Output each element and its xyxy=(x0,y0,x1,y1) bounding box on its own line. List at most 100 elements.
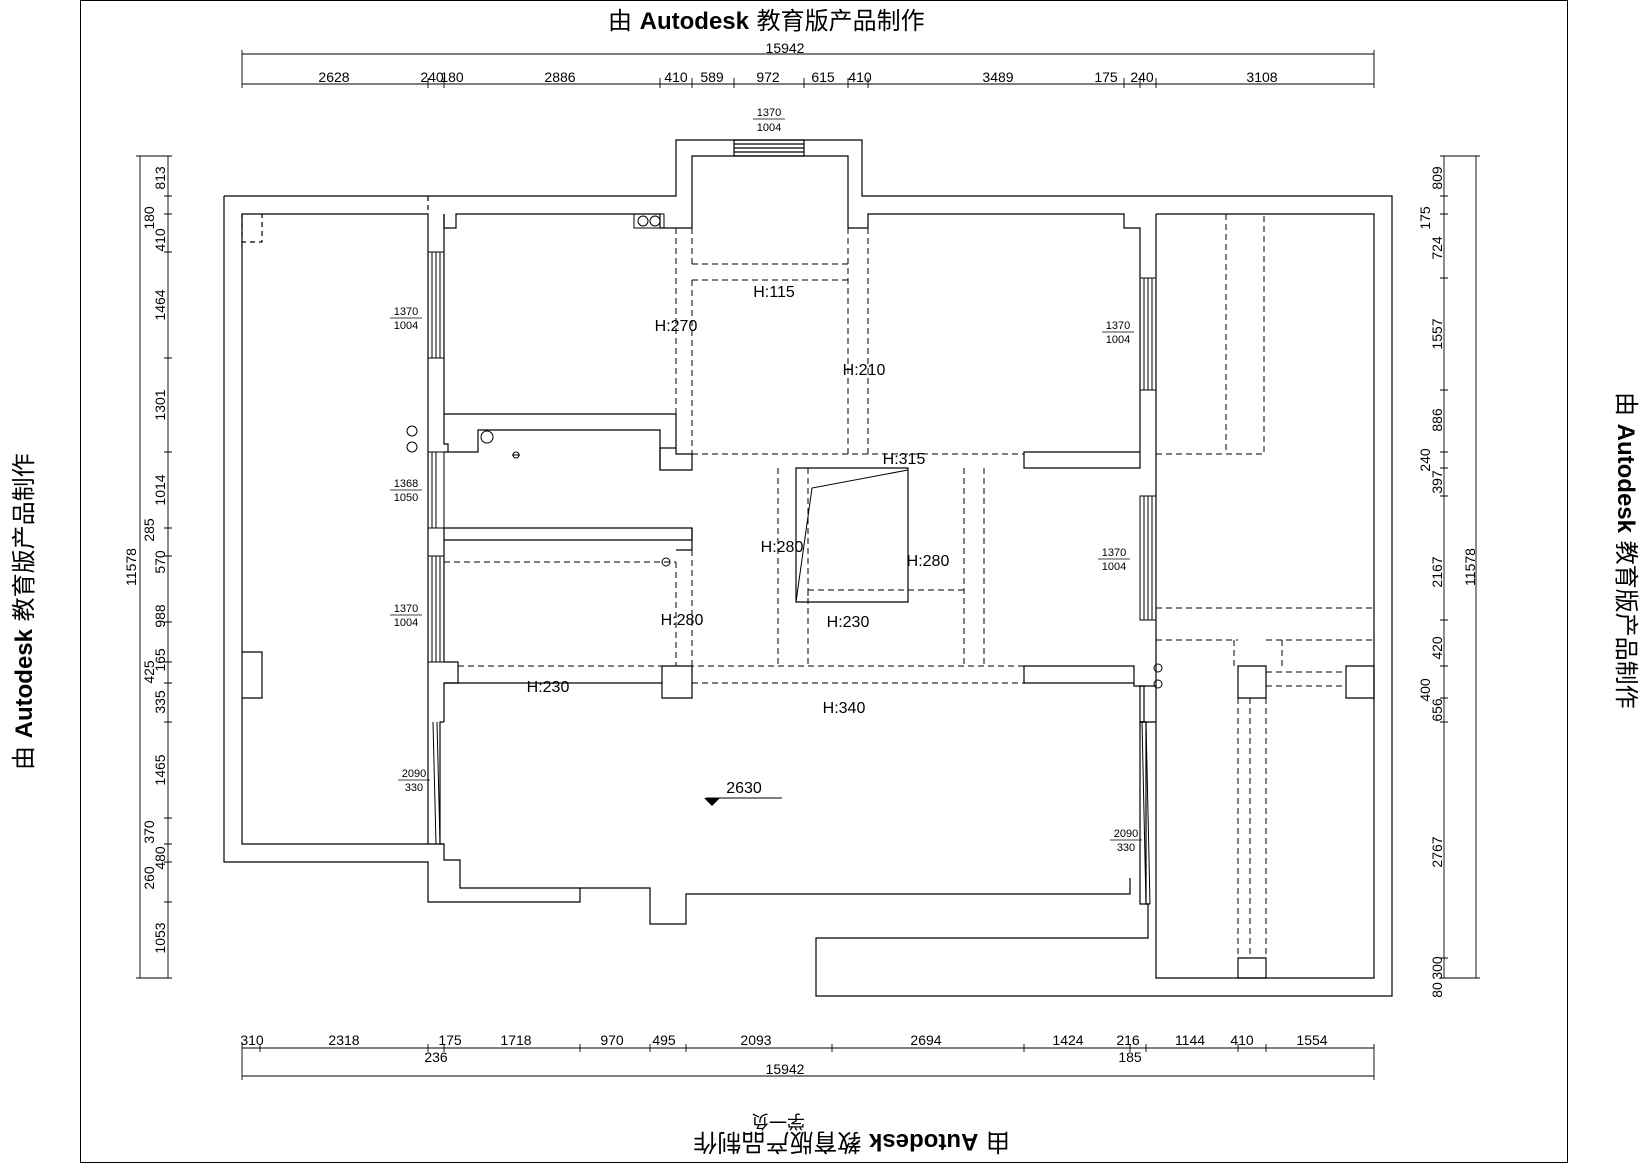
dim-left-seg: 988 xyxy=(152,604,168,628)
ceiling-height-labels: H:115 H:270 H:210 H:315 H:280 H:280 H:28… xyxy=(527,284,950,717)
dim-top-seg: 240 xyxy=(1130,69,1154,85)
dim-left-seg: 1014 xyxy=(152,474,168,505)
window-label-top: 2090 xyxy=(1114,828,1138,840)
dim-right-seg: 1557 xyxy=(1429,318,1445,349)
dim-left-seg: 180 xyxy=(141,206,157,230)
dim-top-seg: 3489 xyxy=(982,69,1013,85)
dim-right-seg: 886 xyxy=(1429,408,1445,432)
dimension-text-top: 15942 2628 240 180 2886 410 589 972 615 … xyxy=(318,40,1277,85)
dim-left-seg: 370 xyxy=(141,820,157,844)
dim-top-seg: 2886 xyxy=(544,69,575,85)
dim-bottom-seg: 970 xyxy=(600,1032,624,1048)
window-label-top: 1370 xyxy=(757,107,781,119)
drawing-frame xyxy=(80,0,1568,1163)
dim-bottom-seg: 1144 xyxy=(1175,1032,1205,1048)
dim-left-seg: 1465 xyxy=(152,754,168,785)
dim-right-seg: 175 xyxy=(1417,206,1433,230)
ceiling-height: H:210 xyxy=(843,362,886,379)
level-triangle-icon xyxy=(704,798,720,806)
dim-right-seg: 240 xyxy=(1417,448,1433,472)
dim-bottom-seg: 175 xyxy=(438,1032,462,1048)
dim-top-seg: 3108 xyxy=(1246,69,1277,85)
dim-bottom-seg: 2694 xyxy=(910,1032,941,1048)
dim-bottom-seg: 1424 xyxy=(1052,1032,1083,1048)
dim-top-seg: 175 xyxy=(1094,69,1118,85)
dim-top-seg: 410 xyxy=(848,69,872,85)
dim-bottom-seg: 410 xyxy=(1230,1032,1254,1048)
window-label-bottom: 1004 xyxy=(1106,334,1130,346)
window-label-bottom: 1050 xyxy=(394,492,418,504)
dim-left-seg: 813 xyxy=(152,166,168,190)
dim-top-overall: 15942 xyxy=(766,40,805,56)
dim-top-seg: 2628 xyxy=(318,69,349,85)
outer-walls xyxy=(223,139,1393,997)
dim-bottom-seg: 216 xyxy=(1116,1032,1140,1048)
watermark-top: 由 Autodesk 教育版产品制作 xyxy=(608,7,925,35)
dim-top-seg: 180 xyxy=(440,69,464,85)
ceiling-height: H:280 xyxy=(661,612,704,629)
dim-top-seg: 615 xyxy=(811,69,835,85)
dim-bottom-seg: 1718 xyxy=(500,1032,531,1048)
window-label-top: 1370 xyxy=(1102,547,1126,559)
dim-bottom-sub: 236 xyxy=(424,1049,448,1065)
ceiling-height: H:280 xyxy=(761,539,804,556)
dim-right-seg: 656 xyxy=(1429,698,1445,722)
dim-bottom-overall: 15942 xyxy=(766,1061,805,1077)
dim-bottom-sub: 185 xyxy=(1118,1049,1142,1065)
ceiling-height: H:315 xyxy=(883,451,926,468)
dim-bottom-seg: 495 xyxy=(652,1032,676,1048)
dim-left-seg: 1053 xyxy=(152,922,168,953)
ceiling-height: H:230 xyxy=(827,614,870,631)
dim-right-seg: 809 xyxy=(1429,166,1445,190)
dim-right-seg: 300 xyxy=(1429,956,1445,980)
dim-left-seg: 410 xyxy=(152,228,168,252)
floor-level-value: 2630 xyxy=(726,780,762,797)
window-label-bottom: 1004 xyxy=(757,122,781,134)
window-label-bottom: 330 xyxy=(405,782,423,794)
ceiling-dashed-lines xyxy=(444,214,1374,958)
ceiling-height: H:270 xyxy=(655,318,698,335)
dim-left-seg: 480 xyxy=(152,846,168,870)
dim-left-seg: 165 xyxy=(152,648,168,672)
dim-bottom-seg: 2318 xyxy=(328,1032,359,1048)
dim-left-seg: 1301 xyxy=(152,389,168,420)
ceiling-height: H:230 xyxy=(527,679,570,696)
window-frames xyxy=(427,251,1157,905)
dim-left-seg: 425 xyxy=(141,660,157,684)
window-label-top: 1370 xyxy=(394,603,418,615)
dim-bottom-seg: 310 xyxy=(240,1032,264,1048)
dimension-lines xyxy=(136,50,1480,1080)
dim-left-overall: 11578 xyxy=(123,548,139,586)
dim-right-seg: 397 xyxy=(1429,470,1445,494)
dim-left-seg: 570 xyxy=(152,550,168,574)
dim-left-seg: 260 xyxy=(141,866,157,890)
interior-walls xyxy=(439,214,1375,979)
window-label-top: 1370 xyxy=(1106,320,1130,332)
dimension-text-bottom: 310 2318 175 1718 970 495 2093 2694 1424… xyxy=(240,1032,1327,1077)
dim-left-seg: 335 xyxy=(152,690,168,714)
dimension-text-left: 11578 813 180 410 1464 1301 1014 285 570… xyxy=(123,166,168,953)
fixtures xyxy=(406,213,1163,689)
window-label-bottom: 1004 xyxy=(1102,561,1126,573)
dim-top-seg: 589 xyxy=(700,69,724,85)
window-label-top: 1368 xyxy=(394,478,418,490)
ceiling-height: H:280 xyxy=(907,553,950,570)
window-label-top: 1370 xyxy=(394,306,418,318)
ceiling-height: H:115 xyxy=(753,284,795,301)
window-label-top: 2090 xyxy=(402,768,426,780)
dim-top-seg: 240 xyxy=(420,69,444,85)
window-label-bottom: 1004 xyxy=(394,617,418,629)
floor-level-marker: 2630 xyxy=(704,780,782,806)
dim-right-seg: 80 xyxy=(1429,982,1445,998)
dim-top-seg: 972 xyxy=(756,69,780,85)
dim-right-seg: 420 xyxy=(1429,636,1445,660)
ceiling-height: H:340 xyxy=(823,700,866,717)
dim-bottom-seg: 1554 xyxy=(1296,1032,1327,1048)
dimension-text-right: 11578 809 175 724 1557 886 240 397 2167 … xyxy=(1417,166,1478,998)
dim-top-seg: 410 xyxy=(664,69,688,85)
dim-right-seg: 724 xyxy=(1429,236,1445,260)
window-label-bottom: 1004 xyxy=(394,320,418,332)
dim-bottom-seg: 2093 xyxy=(740,1032,771,1048)
dim-right-seg: 2167 xyxy=(1429,556,1445,587)
